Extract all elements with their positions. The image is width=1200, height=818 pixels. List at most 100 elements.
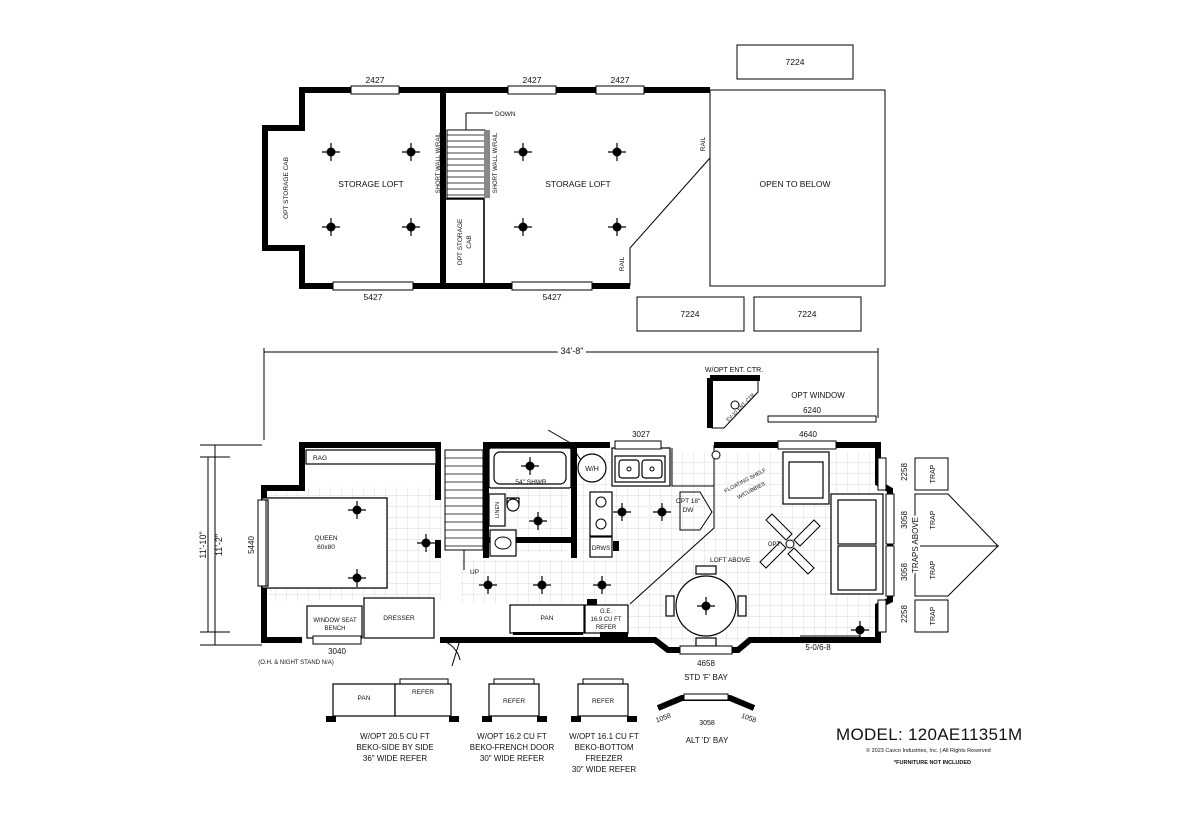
main-wall [483,442,610,558]
option-caption: 30" WIDE REFER [480,754,544,763]
option-caption: BEKO-BOTTOM [575,743,634,752]
window-4658 [679,645,733,655]
queen-size: 60x80 [317,544,335,551]
trap-label: TRAP [930,560,937,579]
wall-label: SHORT WALL W/RAIL [436,132,442,193]
shower-label: 54" SHWR [515,479,547,486]
main-floor: 34'-8" 11'-10" 11'-2" RAG QUEEN 60x80 54… [198,343,1000,682]
refrigerator [584,604,629,634]
wall-label: SHORT WALL W/RAIL [493,132,499,193]
window-label: 5427 [364,292,383,302]
model-number: MODEL: 120AE11351M [836,725,1023,744]
refer-options: PAN REFER W/OPT 20.5 CU FT BEKO-SIDE BY … [326,678,757,774]
window-label: 2427 [611,75,630,85]
window-label: 5440 [247,536,256,554]
refer-label: 16.9 CU FT [590,617,621,623]
window-seat-bench [306,605,363,639]
pantry [509,604,585,634]
opt-ent-ctr-label: W/OPT ENT. CTR. [705,367,763,374]
window-label: 2258 [900,605,909,623]
trap-window [914,599,949,633]
loft-box-bottom-2 [753,296,862,332]
window-label: 4640 [799,430,817,439]
loft-window-bottom-1 [332,281,414,291]
window-label: 4658 [697,659,715,668]
loft-stairs [446,129,486,199]
ceiling-fan-icon [759,513,821,575]
option-caption: W/OPT 16.2 CU FT [477,732,547,741]
rag-shelf [305,449,437,465]
option-refer-label: REFER [412,689,434,696]
linen [488,493,506,527]
opt-window-6240 [767,415,877,423]
bay-label: STD 'F' BAY [684,673,728,682]
room-label: STORAGE LOFT [338,179,404,189]
loft-light-icon [607,142,627,162]
loft-light-icon [513,142,533,162]
door-label: 5-0/6-8 [805,643,831,652]
bay-window-label: 1058 [655,713,672,725]
bay-window-label: 3058 [699,720,715,727]
loft-wall [262,87,710,289]
option-caption: FREEZER [585,754,623,763]
loft-above-label: LOFT ABOVE [710,557,751,564]
option-caption: 30" WIDE REFER [572,765,636,774]
option-refer-french [488,683,540,717]
option-caption: BEKO-SIDE BY SIDE [356,743,433,752]
bedroom-window-5440 [257,499,267,587]
loft-window-bottom-2 [511,281,593,291]
window-label: 6240 [803,406,821,415]
loft-window-top-2 [507,85,557,95]
refer-label: G.E. [600,609,612,615]
rag-label: RAG [313,455,327,462]
window-label: 3058 [900,563,909,581]
linen-label: LINEN [495,502,501,518]
bay-window-label: 1058 [740,713,757,725]
traps-above-label: TRAPS ABOVE [911,517,920,573]
dw-label: DW [683,507,695,514]
cabinet-label: OPT STORAGE CAB [283,157,290,219]
trap-window [914,457,949,491]
option-caption: W/OPT 16.1 CU FT [569,732,639,741]
loft-light-icon [401,217,421,237]
cabinet-label: OPT STORAGE [457,218,464,265]
room-label: OPEN TO BELOW [759,179,830,189]
copyright: © 2023 Cavco Industries, Inc. | All Righ… [866,747,991,754]
loft-light-icon [321,217,341,237]
option-refer-label: REFER [503,698,525,705]
option-caption: 36" WIDE REFER [363,754,427,763]
window-seat-label: BENCH [324,626,345,632]
window-label: 2258 [900,463,909,481]
window-label: 3058 [900,511,909,529]
loft-light-icon [513,217,533,237]
height-inner: 11'-2" [214,534,224,556]
wh-label: W/H [585,466,599,473]
option-pan-label: PAN [358,695,371,702]
height-outer: 11'-10" [198,531,208,558]
water-heater [577,453,607,483]
fan-label: OPT [768,542,781,548]
option-refer-label: REFER [592,698,614,705]
cabinet-label: CAB [466,235,473,248]
main-stairs [444,449,484,551]
dw-label: OPT 18" [676,498,701,505]
window-label: 2427 [366,75,385,85]
trap-label: TRAP [930,510,937,529]
option-caption: W/OPT 20.5 CU FT [360,732,430,741]
stair-label: DOWN [495,111,516,118]
dresser-label: DRESSER [383,615,415,622]
up-label: UP [470,569,479,576]
queen-label: QUEEN [314,535,337,542]
window-seat-label: WINDOW SEAT [313,618,357,624]
opt-window-label: OPT WINDOW [791,391,845,400]
loft-box-top [736,44,854,80]
window-label: 3040 [328,647,346,656]
drws-label: DRWS [592,546,610,552]
bedroom-window-3040 [312,635,362,645]
loft-window-top-1 [350,85,400,95]
alt-bay-label: ALT 'D' BAY [686,736,729,745]
ent-ctr-label: EV-10 ENT. CTR. [725,391,757,423]
trap-label: TRAP [930,464,937,483]
room-label: STORAGE LOFT [545,179,611,189]
box-label: 7224 [681,309,700,319]
